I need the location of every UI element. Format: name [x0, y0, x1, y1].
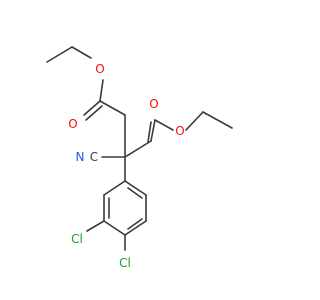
- atom-label-oxygen: O: [175, 124, 184, 138]
- bonds: [46, 46, 233, 251]
- molecule-structure-diagram: O O O O N C Cl Cl: [46, 46, 233, 270]
- bond: [127, 218, 143, 230]
- atom-label-chlorine: Cl: [71, 232, 83, 246]
- atom-label-carbon: C: [90, 150, 98, 164]
- atom-label-chlorine: Cl: [119, 256, 131, 270]
- atom-label-oxygen: O: [149, 97, 158, 111]
- bond: [86, 220, 105, 232]
- bond: [202, 111, 233, 129]
- bond: [154, 119, 174, 131]
- bond: [127, 187, 143, 199]
- bond: [83, 100, 101, 116]
- atom-label-nitrogen: N: [76, 150, 85, 164]
- atom-labels: O O O O N C Cl Cl: [68, 62, 184, 270]
- bond: [99, 79, 104, 102]
- bond: [99, 100, 126, 116]
- bond: [124, 220, 147, 236]
- bond: [103, 220, 126, 236]
- bond: [85, 105, 103, 121]
- atom-label-oxygen: O: [68, 117, 77, 131]
- bond: [147, 121, 152, 143]
- bond: [150, 119, 156, 142]
- bond: [124, 140, 152, 158]
- bond: [124, 180, 147, 196]
- bond: [71, 46, 92, 59]
- bond: [46, 46, 73, 63]
- bond: [103, 180, 126, 196]
- atom-label-oxygen: O: [95, 62, 104, 76]
- bond: [185, 111, 204, 131]
